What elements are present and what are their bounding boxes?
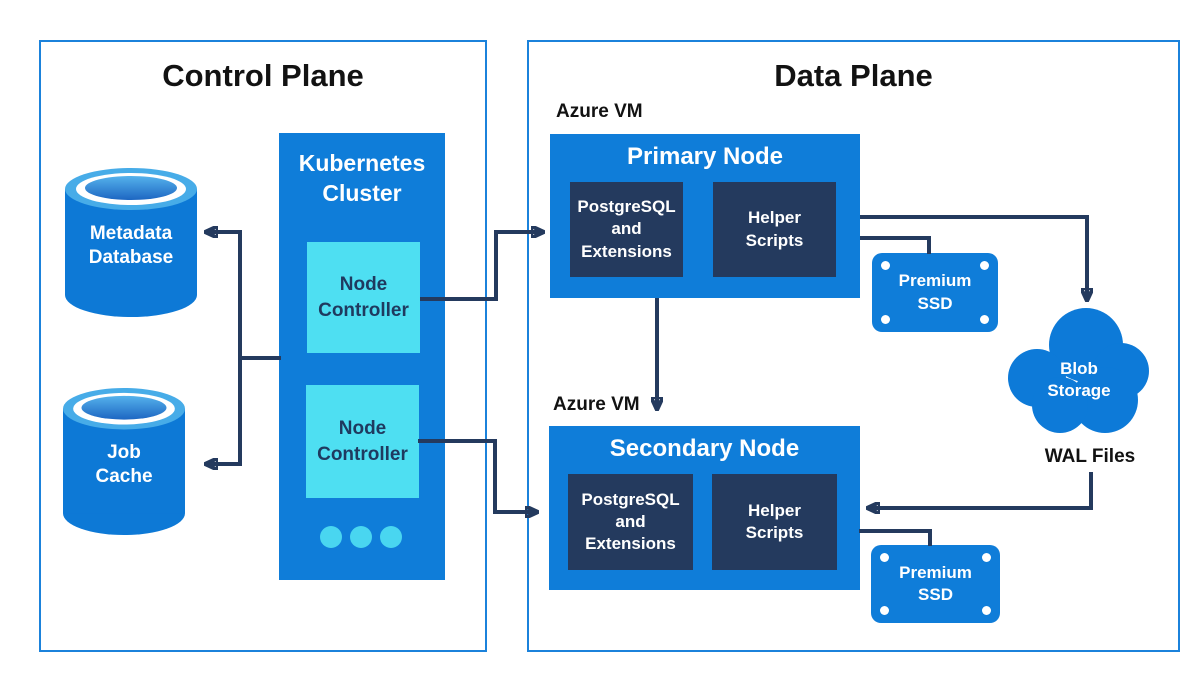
premium-ssd-2-label: Premium SSD: [899, 562, 972, 604]
screw-dot-icon: [982, 606, 991, 615]
secondary-postgresql-box: PostgreSQL and Extensions: [568, 474, 693, 570]
primary-helper-scripts-box: Helper Scripts: [713, 182, 836, 277]
screw-dot-icon: [982, 553, 991, 562]
dot-icon: [350, 526, 372, 548]
screw-dot-icon: [881, 261, 890, 270]
database-cylinder-icon: [65, 168, 197, 317]
kubernetes-cluster-label: Kubernetes Cluster: [298, 150, 426, 206]
metadata-database: Metadata Database: [65, 168, 197, 318]
node-controller-1: Node Controller: [307, 242, 420, 353]
azure-vm-label-secondary: Azure VM: [553, 394, 640, 415]
cloud-icon: [1008, 308, 1149, 433]
control-plane-title: Control Plane: [162, 58, 364, 93]
primary-postgresql-box: PostgreSQL and Extensions: [570, 182, 683, 277]
primary-node-box: Primary Node PostgreSQL and Extensions H…: [550, 134, 860, 298]
screw-dot-icon: [980, 261, 989, 270]
job-cache-label: Job Cache: [95, 442, 153, 488]
job-cache: Job Cache: [63, 388, 185, 536]
ellipsis-dots-icon: [320, 526, 402, 548]
premium-ssd-1-label: Premium SSD: [898, 271, 972, 313]
database-cylinder-icon: [63, 388, 185, 536]
node-controller-2: Node Controller: [306, 385, 419, 498]
premium-ssd-1: Premium SSD: [872, 253, 998, 332]
secondary-node-box: Secondary Node PostgreSQL and Extensions…: [549, 426, 860, 590]
wal-files-label: WAL Files: [1044, 446, 1136, 467]
data-plane-title: Data Plane: [774, 58, 933, 93]
premium-ssd-2: Premium SSD: [871, 545, 1000, 623]
dot-icon: [320, 526, 342, 548]
screw-dot-icon: [881, 315, 890, 324]
secondary-node-title: Secondary Node: [609, 435, 800, 462]
primary-node-title: Primary Node: [626, 143, 784, 170]
screw-dot-icon: [880, 606, 889, 615]
kubernetes-cluster-box: Kubernetes Cluster Node Controller Node …: [279, 133, 445, 580]
blob-storage: Blob Storage: [1008, 308, 1150, 440]
azure-vm-label-primary: Azure VM: [556, 101, 643, 122]
blob-storage-label: Blob Storage: [1047, 359, 1111, 401]
screw-dot-icon: [980, 315, 989, 324]
screw-dot-icon: [880, 553, 889, 562]
metadata-database-label: Metadata Database: [88, 223, 174, 268]
dot-icon: [380, 526, 402, 548]
secondary-helper-scripts-box: Helper Scripts: [712, 474, 837, 570]
